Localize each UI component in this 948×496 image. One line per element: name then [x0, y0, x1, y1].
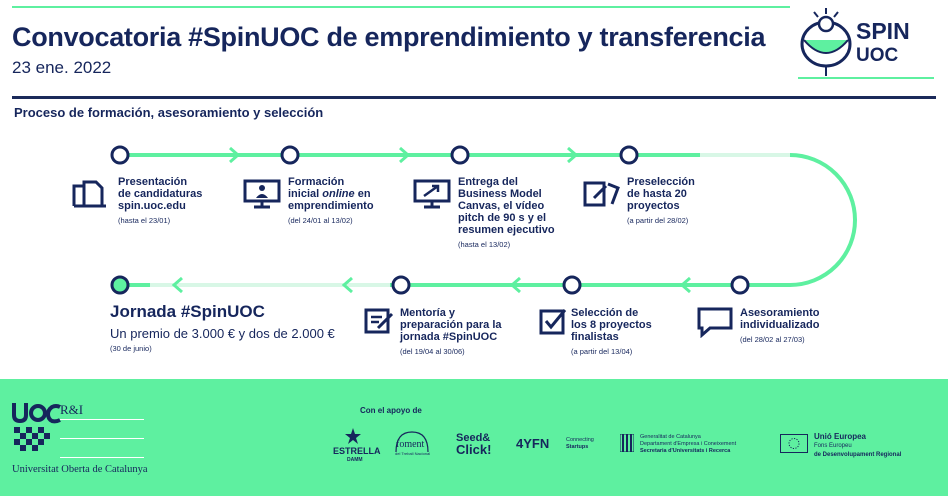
step-node	[280, 145, 300, 165]
uoc-logo-icon	[12, 403, 61, 451]
page-title: Convocatoria #SpinUOC de emprendimiento …	[12, 22, 766, 52]
step-node	[450, 145, 470, 165]
step-5-text: Asesoramiento individualizado (del 28/02…	[740, 307, 820, 344]
section-divider	[12, 96, 936, 99]
checkbox-icon	[539, 309, 567, 335]
final-event: Jornada #SpinUOC Un premio de 3.000 € y …	[110, 302, 335, 353]
spinuoc-logo-text: SPIN UOC	[856, 18, 910, 67]
monitor-person-icon	[243, 179, 281, 209]
arrow-left-icon	[509, 276, 521, 294]
final-event-date: (30 de junio)	[110, 344, 152, 353]
section-title: Proceso de formación, asesoramiento y se…	[14, 105, 324, 120]
process-track	[110, 145, 857, 295]
sponsor-foment: foment	[396, 439, 425, 450]
step-6-text: Selección de los 8 proyectos finalistas …	[571, 307, 652, 356]
monitor-upload-icon	[413, 179, 451, 209]
top-accent-line	[12, 6, 790, 8]
university-name: Universitat Oberta de Catalunya	[12, 464, 148, 475]
checklist-icon	[364, 308, 394, 334]
final-event-prize: Un premio de 3.000 € y dos de 2.000 €	[110, 326, 335, 341]
arrow-right-icon	[229, 146, 241, 164]
page-date: 23 ene. 2022	[12, 58, 112, 77]
footer-rule	[60, 457, 144, 458]
step-node	[391, 275, 411, 295]
step-1-text: Presentación de candidaturas spin.uoc.ed…	[118, 176, 203, 225]
spinuoc-logo-icon	[798, 8, 934, 79]
track-curve	[789, 153, 857, 287]
star-icon	[345, 428, 361, 444]
support-label: Con el apoyo de	[360, 406, 422, 415]
sponsor-estrella: ESTRELLA	[333, 446, 381, 456]
step-2-text: Formación inicial online en emprendimien…	[288, 176, 374, 225]
footer-rule	[60, 419, 144, 420]
sponsor-eu: Unió Europea Fons Europeu de Desenvolupa…	[814, 432, 902, 459]
sponsor-4yfn-sub: Connecting Startups	[566, 437, 594, 450]
chat-bubble-icon	[697, 307, 733, 338]
step-node	[730, 275, 750, 295]
final-node	[110, 275, 130, 295]
arrow-left-icon	[679, 276, 691, 294]
foment-logo-icon	[395, 431, 429, 453]
step-node	[562, 275, 582, 295]
sponsor-4yfn: 4YFN	[516, 436, 550, 451]
footer-rule	[60, 438, 144, 439]
final-event-title: Jornada #SpinUOC	[110, 302, 265, 321]
footer-band	[0, 379, 948, 496]
arrow-left-icon	[341, 276, 353, 294]
step-7-text: Mentoría y preparación para la jornada #…	[400, 307, 502, 356]
documents-icon	[72, 180, 106, 208]
sponsor-foment-sub: del Treball Nacional	[395, 451, 431, 456]
files-select-icon	[583, 181, 620, 207]
sponsor-estrella-sub: DAMM	[347, 457, 363, 463]
step-node	[110, 145, 130, 165]
eu-flag-icon	[780, 434, 808, 453]
arrow-left-icon	[171, 276, 183, 294]
arrow-right-icon	[567, 146, 579, 164]
step-4-text: Preselección de hasta 20 proyectos (a pa…	[627, 176, 695, 225]
generalitat-logo-icon	[620, 434, 634, 452]
step-node	[619, 145, 639, 165]
sponsor-generalitat: Generalitat de Catalunya Departament d'E…	[640, 434, 737, 454]
arrow-right-icon	[399, 146, 411, 164]
step-3-text: Entrega del Business Model Canvas, el ví…	[458, 176, 555, 249]
sponsor-seedclick: Seed& Click!	[456, 432, 492, 457]
ri-label: R&I	[60, 402, 84, 417]
